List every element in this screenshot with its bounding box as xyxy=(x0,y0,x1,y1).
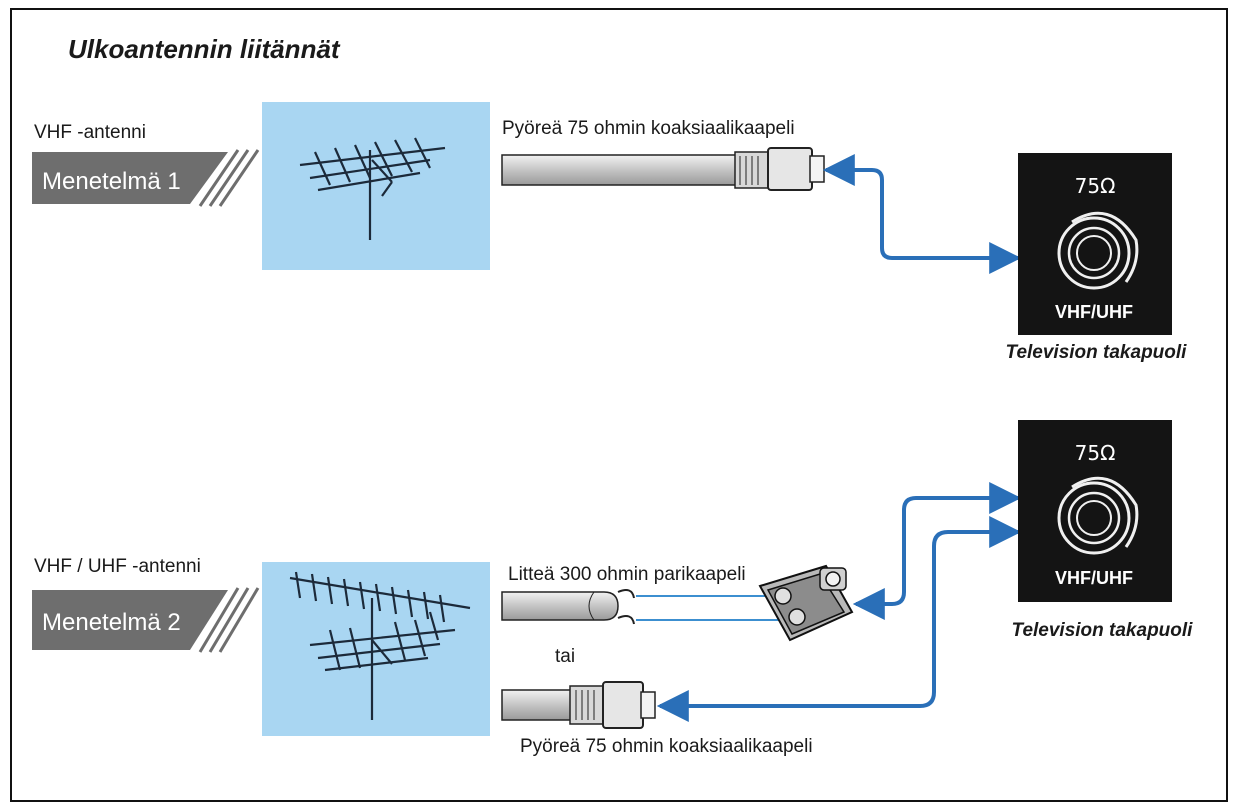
vhf-uhf-antenna-illustration xyxy=(262,562,490,736)
vhf-antenna-illustration xyxy=(262,102,490,270)
method1-cable-label: Pyöreä 75 ohmin koaksiaalikaapeli xyxy=(502,118,795,139)
page-title: Ulkoantennin liitännät xyxy=(68,34,341,64)
method2-antenna-label: VHF / UHF -antenni xyxy=(34,556,201,577)
method2-balun-arrow xyxy=(852,482,1022,620)
method2-impedance-label: 75Ω xyxy=(1075,441,1116,465)
method1-tv-caption: Television takapuoli xyxy=(1006,342,1188,363)
balun-adapter xyxy=(758,564,854,642)
method2-coax-arrow xyxy=(656,516,1022,722)
flat-twin-lead-cable xyxy=(501,589,786,625)
method1-tv-panel: 75Ω VHF/UHF xyxy=(1018,153,1172,335)
method1-badge-text: Menetelmä 1 xyxy=(42,168,181,195)
method1-antenna-label: VHF -antenni xyxy=(34,122,146,143)
method2-port-label: VHF/UHF xyxy=(1055,568,1133,588)
method2-flat-cable-label: Litteä 300 ohmin parikaapeli xyxy=(508,564,746,585)
method2-badge: Menetelmä 2 xyxy=(32,587,260,653)
method2-badge-text: Menetelmä 2 xyxy=(42,609,181,636)
method1-coax-cable xyxy=(501,147,825,191)
method2-tv-panel: 75Ω VHF/UHF xyxy=(1018,420,1172,602)
diagram-frame xyxy=(10,8,1228,802)
method1-port-label: VHF/UHF xyxy=(1055,302,1133,322)
method1-badge: Menetelmä 1 xyxy=(32,149,260,207)
method1-impedance-label: 75Ω xyxy=(1075,174,1116,198)
method2-antenna-socket xyxy=(1057,476,1139,555)
method1-antenna-socket xyxy=(1057,211,1139,290)
method2-coax-label: Pyöreä 75 ohmin koaksiaalikaapeli xyxy=(520,736,813,757)
or-label: tai xyxy=(555,646,575,667)
method1-connection-arrow xyxy=(822,154,1022,274)
method2-tv-caption: Television takapuoli xyxy=(1012,620,1194,641)
method2-coax-cable xyxy=(501,681,656,729)
